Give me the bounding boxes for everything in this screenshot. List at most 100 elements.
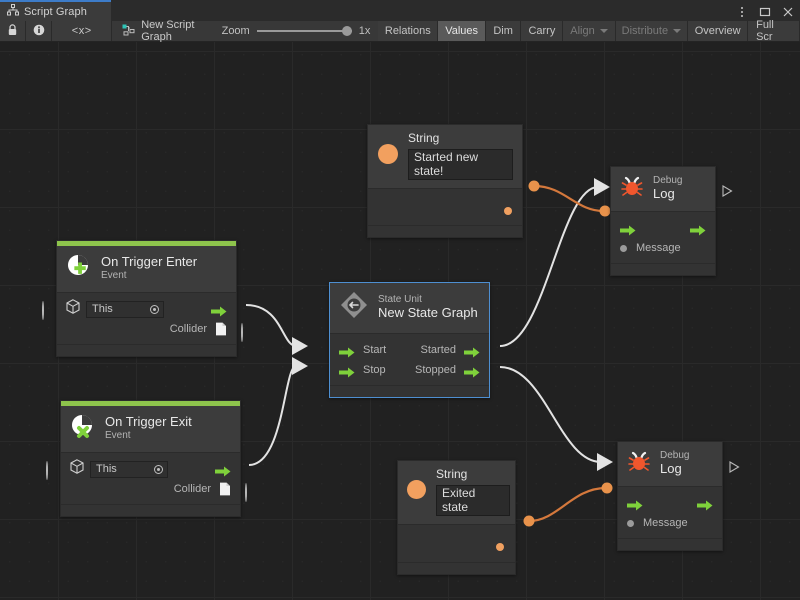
toolbar-button-full-screen[interactable]: Full Scr — [748, 19, 800, 43]
graph-hierarchy-icon — [7, 3, 19, 21]
toolbar-button-relations[interactable]: Relations — [378, 21, 439, 41]
zoom-slider-track — [256, 30, 352, 32]
string-value-input[interactable]: Exited state — [436, 484, 510, 517]
collider-page-icon[interactable] — [219, 482, 231, 496]
toolbar-button-carry-label: Carry — [528, 25, 556, 37]
toolbar-button-overview[interactable]: Overview — [688, 21, 749, 41]
bug-icon — [627, 449, 651, 478]
flow-out-stub-bottom[interactable] — [729, 460, 740, 478]
started-label: Started — [420, 344, 456, 356]
collider-label: Collider — [169, 323, 207, 335]
toolbar-right-group: Relations Values Dim Carry Align Distrib… — [378, 19, 800, 43]
toolbar-button-carry[interactable]: Carry — [521, 21, 564, 41]
zoom-value: 1x — [358, 25, 371, 37]
target-picker-icon[interactable] — [154, 464, 163, 474]
maximize-icon[interactable] — [759, 5, 771, 17]
toolbar-button-align[interactable]: Align — [563, 21, 616, 41]
node-state-unit-title: New State Graph — [378, 304, 478, 320]
node-debug-log-bottom[interactable]: Debug Log Message — [617, 441, 723, 551]
target-object-value: This — [96, 463, 117, 475]
toolbar-button-overview-label: Overview — [694, 25, 741, 37]
chevron-down-icon — [673, 29, 682, 33]
string-orange-circle-icon — [377, 143, 399, 170]
node-string-top[interactable]: String Started new state! — [367, 124, 523, 239]
trigger-exit-icon — [70, 413, 96, 444]
kebab-menu-icon[interactable] — [736, 5, 748, 17]
message-input-port[interactable] — [627, 519, 634, 527]
start-label: Start — [363, 344, 387, 356]
target-object-field[interactable]: This — [90, 460, 168, 478]
node-debug-log-top[interactable]: Debug Log Message — [610, 166, 716, 276]
zoom-label: Zoom — [221, 25, 250, 37]
collider-output-stub-exit[interactable] — [245, 483, 247, 502]
string-orange-circle-icon — [406, 479, 427, 505]
node-state-unit[interactable]: State Unit New State Graph Start Started — [329, 282, 490, 398]
node-on-trigger-enter-subtitle: Event — [101, 270, 127, 282]
toolbar-button-relations-label: Relations — [384, 25, 431, 37]
toolbar-button-dim[interactable]: Dim — [485, 21, 522, 41]
toolbar-button-distribute[interactable]: Distribute — [615, 21, 689, 41]
stop-label: Stop — [363, 364, 386, 376]
info-button[interactable] — [26, 21, 53, 41]
code-button[interactable]: <x> — [52, 21, 113, 41]
flow-out-arrow-icon[interactable] — [690, 223, 706, 235]
toolbar-button-values[interactable]: Values — [438, 21, 486, 41]
node-footer — [61, 504, 240, 516]
node-on-trigger-exit-subtitle: Event — [105, 430, 131, 442]
flow-in-arrow-icon[interactable] — [627, 498, 643, 510]
flow-port-row — [620, 218, 706, 238]
node-string-bottom[interactable]: String Exited state — [397, 460, 516, 576]
started-output-arrow-icon[interactable] — [464, 345, 480, 357]
node-on-trigger-exit[interactable]: On Trigger Exit Event This — [60, 400, 241, 517]
start-port-row: Start Started — [339, 340, 480, 360]
toolbar-button-align-label: Align — [570, 25, 595, 37]
stopped-output-arrow-icon[interactable] — [464, 365, 480, 377]
node-on-trigger-enter[interactable]: On Trigger Enter Event This — [56, 240, 237, 357]
zoom-control[interactable]: Zoom 1x — [213, 21, 379, 41]
target-row: This — [66, 299, 227, 319]
target-picker-icon[interactable] — [150, 304, 159, 314]
bug-icon — [620, 174, 644, 203]
start-input-arrow-icon[interactable] — [339, 345, 355, 357]
target-input-stub-exit[interactable] — [46, 461, 48, 480]
string-output-port[interactable] — [504, 207, 512, 216]
flow-out-arrow-icon[interactable] — [215, 464, 231, 476]
gameobject-cube-icon — [66, 299, 80, 319]
collider-page-icon[interactable] — [215, 322, 227, 336]
target-object-field[interactable]: This — [86, 300, 164, 318]
zoom-slider-knob[interactable] — [341, 26, 352, 36]
trigger-enter-icon — [66, 253, 92, 284]
close-icon[interactable] — [782, 5, 794, 17]
flow-in-arrow-icon[interactable] — [620, 223, 636, 235]
flow-out-arrow-icon[interactable] — [697, 498, 713, 510]
graph-toolbar: <x> New Script Graph Zoom 1x Relations V… — [0, 19, 800, 43]
message-label: Message — [636, 242, 681, 254]
toolbar-button-distribute-label: Distribute — [621, 25, 669, 37]
toolbar-button-values-label: Values — [445, 25, 479, 37]
breadcrumb-label: New Script Graph — [141, 19, 195, 43]
window-titlebar: Script Graph — [0, 0, 800, 21]
node-footer — [57, 344, 236, 356]
tab-script-graph[interactable]: Script Graph — [0, 0, 111, 21]
graph-canvas[interactable]: String Started new state! Debug Log — [0, 42, 800, 600]
collider-output-stub-enter[interactable] — [241, 323, 243, 342]
node-debug-log-bottom-subtitle: Debug — [660, 450, 690, 462]
zoom-slider[interactable] — [256, 25, 352, 37]
window-controls — [736, 0, 794, 21]
target-input-stub-enter[interactable] — [42, 301, 44, 320]
gameobject-cube-icon — [70, 459, 84, 479]
message-label: Message — [643, 517, 688, 529]
lock-icon — [7, 23, 18, 39]
flow-out-arrow-icon[interactable] — [211, 304, 227, 316]
stop-input-arrow-icon[interactable] — [339, 365, 355, 377]
target-row: This — [70, 459, 231, 479]
node-footer — [330, 385, 489, 397]
string-value-input[interactable]: Started new state! — [408, 148, 513, 181]
node-footer — [618, 538, 722, 550]
lock-button[interactable] — [0, 21, 26, 41]
string-output-port[interactable] — [496, 543, 504, 552]
flow-out-stub-top[interactable] — [722, 184, 733, 202]
breadcrumb[interactable]: New Script Graph — [112, 19, 214, 43]
message-input-port[interactable] — [620, 244, 627, 252]
toolbar-button-dim-label: Dim — [493, 25, 513, 37]
